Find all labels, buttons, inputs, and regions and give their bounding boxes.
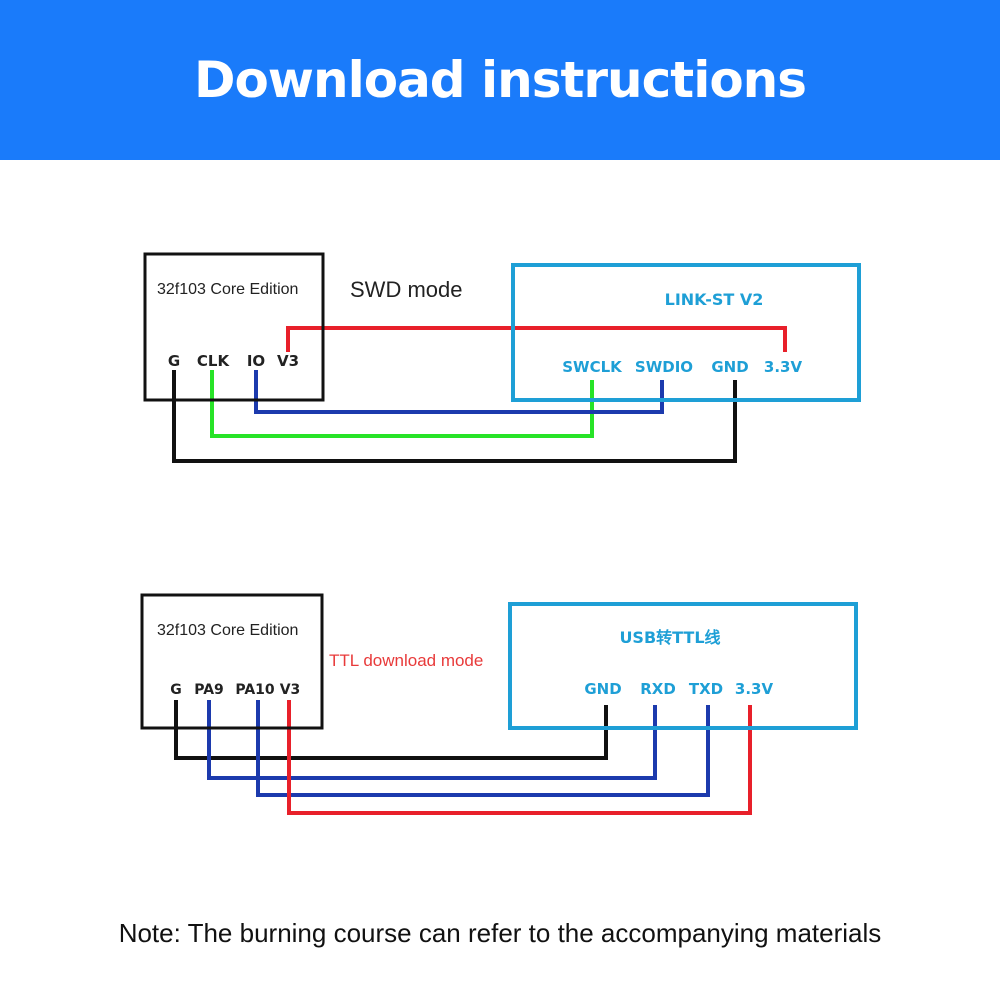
ttl-board-pin-v3: V3 (280, 682, 301, 698)
swd-board-pin-g: G (168, 352, 180, 370)
swd-wire-io-swdio (254, 370, 664, 414)
footer-note: Note: The burning course can refer to th… (118, 918, 882, 948)
ttl-device-pin-rxd: RXD (640, 680, 676, 698)
ttl-wire-pa9-rxd (207, 700, 657, 780)
swd-board-title: 32f103 Core Edition (157, 281, 298, 298)
swd-board-pin-v3: V3 (277, 352, 299, 370)
swd-device-box (511, 263, 861, 402)
ttl-device-pin-gnd: GND (584, 680, 621, 698)
ttl-board-pin-g: G (170, 682, 182, 698)
ttl-mode-label: TTL download mode (329, 651, 483, 670)
swd-mode-label: SWD mode (350, 277, 462, 302)
swd-device-pin-swclk: SWCLK (562, 358, 623, 376)
swd-wire-g-gnd (172, 370, 737, 463)
ttl-section: 32f103 Core Edition G PA9 PA10 V3 TTL do… (140, 593, 858, 815)
page-title: Download instructions (193, 51, 807, 109)
swd-device-pin-gnd: GND (711, 358, 748, 376)
ttl-board-box (140, 593, 324, 730)
ttl-device-box (508, 602, 858, 730)
ttl-board-pin-pa10: PA10 (235, 682, 275, 698)
ttl-device-title: USB转TTL线 (619, 628, 720, 647)
ttl-device-pin-3v3: 3.3V (735, 680, 774, 698)
header-banner: Download instructions (0, 0, 1000, 160)
swd-wire-clk-swclk (210, 370, 594, 438)
ttl-board-title: 32f103 Core Edition (157, 622, 298, 639)
ttl-wire-pa10-txd (256, 700, 710, 797)
swd-device-pin-swdio: SWDIO (635, 358, 693, 376)
swd-section: 32f103 Core Edition G CLK IO V3 SWD mode… (143, 252, 861, 463)
ttl-device-pin-txd: TXD (689, 680, 723, 698)
swd-device-pin-3v3: 3.3V (764, 358, 803, 376)
ttl-board-pin-pa9: PA9 (194, 682, 224, 698)
swd-device-title: LINK-ST V2 (665, 290, 764, 309)
swd-wire-v3-3v3 (286, 326, 787, 352)
ttl-wire-v3-3v3 (287, 700, 752, 815)
swd-board-pin-io: IO (247, 352, 265, 370)
swd-board-box (143, 252, 325, 402)
swd-board-pin-clk: CLK (197, 352, 231, 370)
